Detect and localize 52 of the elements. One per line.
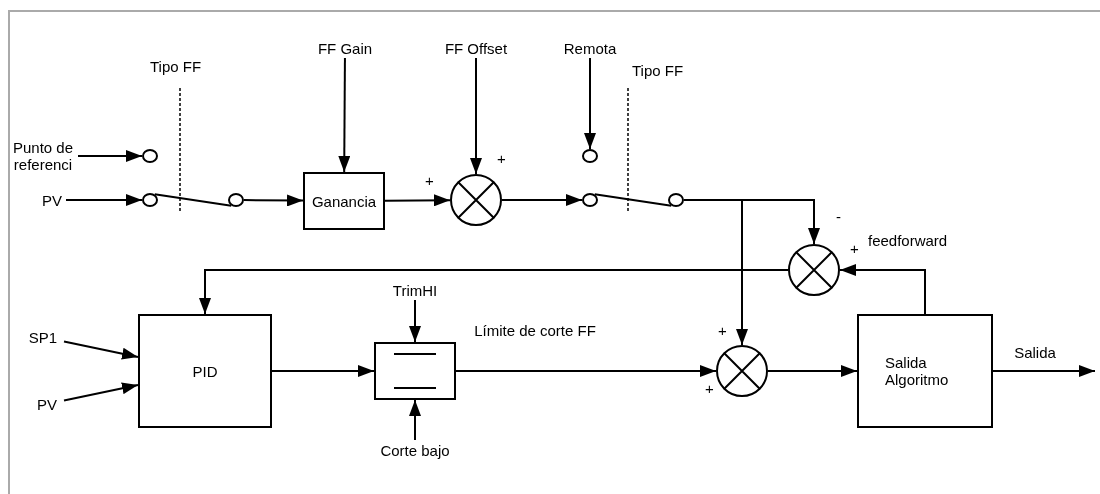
sign-label: + (705, 380, 714, 397)
switch-contact (228, 193, 244, 207)
arrow (501, 194, 583, 206)
signal-label: feedforward (868, 232, 948, 249)
arrow (63, 340, 139, 360)
switch-type-label: Tipo FF (150, 58, 202, 75)
arrow (77, 150, 143, 162)
process-box: Ganancia (303, 172, 385, 230)
arrow (470, 57, 482, 175)
process-box: Salida Algoritmo (857, 314, 993, 428)
switch-contact (582, 193, 598, 207)
sign-label: + (425, 172, 434, 189)
arrow (839, 264, 926, 315)
switch-type-label: Tipo FF (632, 62, 684, 79)
sign-label: + (718, 322, 727, 339)
arrow (455, 365, 717, 377)
switch-contact (142, 149, 158, 163)
arrow (409, 399, 421, 441)
switch-contact (142, 193, 158, 207)
arrow (683, 199, 748, 346)
sign-label: + (850, 240, 859, 257)
signal-label: SP1 (22, 328, 64, 346)
sign-label: - (836, 208, 841, 225)
arrow (243, 194, 304, 207)
summing-junction (716, 345, 768, 397)
signal-label: Remota (548, 38, 632, 58)
sign-label: + (497, 150, 506, 167)
arrow (199, 269, 789, 315)
arrow (384, 194, 451, 207)
arrow (65, 194, 143, 206)
process-box: PID (138, 314, 272, 428)
arrow (409, 299, 421, 343)
limiter-box (374, 342, 456, 400)
signal-label: FF Offset (428, 38, 524, 58)
connector-line (153, 193, 233, 207)
signal-label: PV (30, 395, 64, 413)
signal-label: Corte bajo (365, 440, 465, 460)
switch-contact (668, 193, 684, 207)
signal-label: Punto de referenci (8, 139, 78, 173)
signal-label: TrimHI (375, 280, 455, 300)
summing-junction (788, 244, 840, 296)
arrow (63, 382, 139, 402)
connector-line (593, 193, 673, 207)
summing-junction (450, 174, 502, 226)
arrow (338, 57, 351, 173)
switch-contact (582, 149, 598, 163)
signal-label: PV (38, 191, 66, 209)
signal-label: FF Gain (300, 38, 390, 58)
arrow (992, 365, 1096, 377)
arrow (271, 365, 375, 377)
arrow (584, 57, 596, 150)
arrow (767, 365, 858, 377)
